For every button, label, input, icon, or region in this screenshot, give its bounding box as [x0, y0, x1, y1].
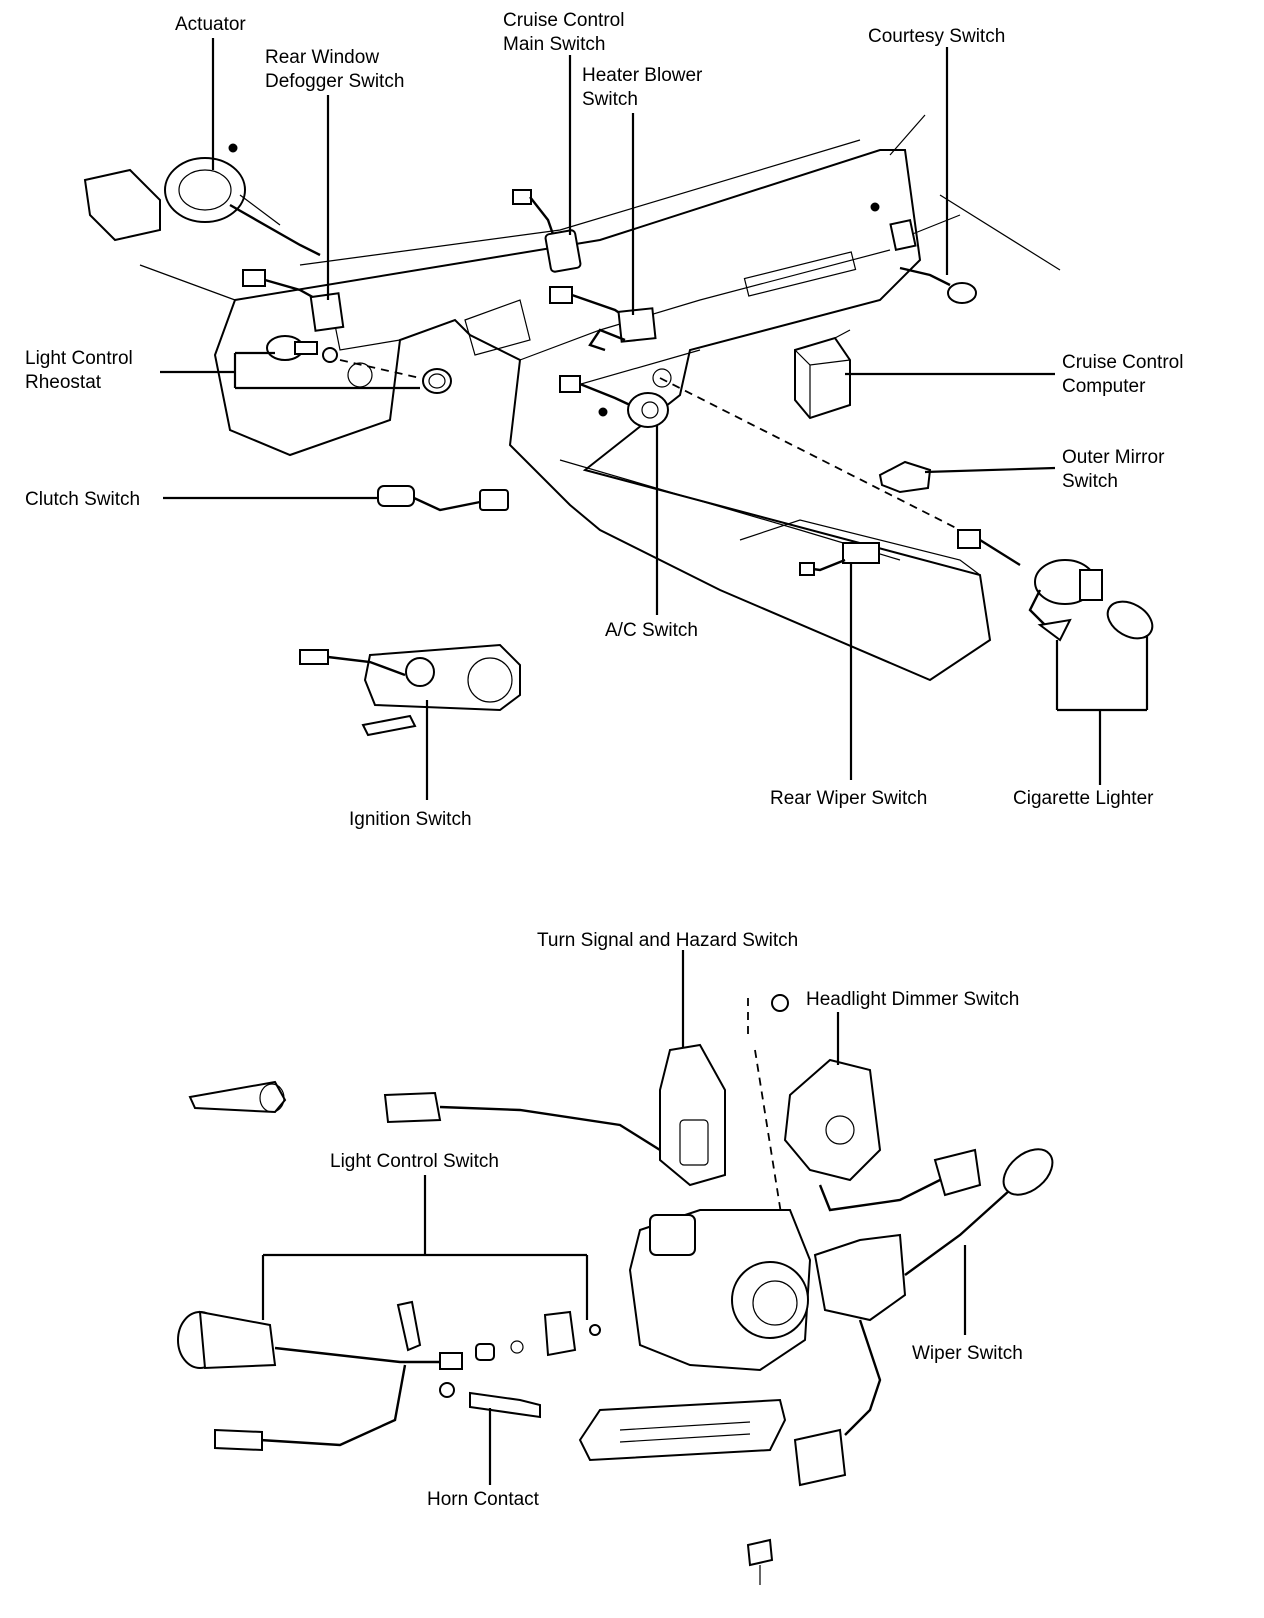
ac-switch-part [559, 375, 669, 428]
rear-wiper-switch-label: Rear Wiper Switch [770, 788, 927, 809]
ac-switch-label: A/C Switch [605, 620, 698, 641]
ignition-switch-part [299, 643, 521, 737]
cruise-control-main-switch-label-line2: Main Switch [503, 34, 605, 55]
light-control-rheostat-label-line2: Rheostat [25, 372, 102, 393]
courtesy-switch-part [870, 202, 977, 304]
rear-window-defogger-switch-label-line1: Rear Window [265, 47, 379, 68]
rear-window-defogger-switch-label-line2: Defogger Switch [265, 71, 404, 92]
clutch-switch-part [377, 485, 509, 512]
heater-blower-switch-label: Heater Blower Switch [582, 65, 708, 110]
light-control-rheostat-label-line1: Light Control [25, 348, 133, 369]
instrument-panel-drawing [139, 114, 1061, 682]
cruise-control-computer-label-line2: Computer [1062, 376, 1146, 397]
courtesy-switch-label: Courtesy Switch [868, 26, 1005, 47]
heater-blower-switch-part [549, 286, 657, 352]
horn-contact-label: Horn Contact [427, 1489, 540, 1510]
wiper-switch-label: Wiper Switch [912, 1343, 1023, 1364]
ignition-switch-label: Ignition Switch [349, 809, 472, 830]
outer-mirror-switch-part [878, 460, 932, 494]
cigarette-lighter-label: Cigarette Lighter [1013, 788, 1154, 809]
actuator-label: Actuator [175, 14, 246, 35]
cigarette-lighter-part [659, 377, 1154, 642]
light-control-rheostat-label: Light Control Rheostat [25, 348, 138, 393]
light-control-rheostat-part [266, 335, 452, 394]
labels: Actuator Rear Window Defogger Switch Cru… [25, 10, 1189, 1510]
heater-blower-switch-label-line2: Switch [582, 89, 638, 110]
cruise-control-main-switch-label-line1: Cruise Control [503, 10, 624, 31]
cruise-control-computer-label: Cruise Control Computer [1062, 352, 1189, 397]
bottom-leader-lines [261, 950, 967, 1485]
light-control-switch-label: Light Control Switch [330, 1151, 499, 1172]
cruise-control-main-switch-part [512, 189, 582, 273]
top-leader-lines [160, 38, 1149, 800]
clutch-switch-label: Clutch Switch [25, 489, 140, 510]
column-switch-drawing [177, 994, 1054, 1585]
cruise-control-computer-label-line1: Cruise Control [1062, 352, 1183, 373]
rear-window-defogger-switch-part [242, 269, 345, 332]
heater-blower-switch-label-line1: Heater Blower [582, 65, 703, 86]
cruise-control-main-switch-label: Cruise Control Main Switch [503, 10, 630, 55]
actuator-part [83, 143, 321, 257]
turn-signal-and-hazard-switch-label: Turn Signal and Hazard Switch [537, 930, 798, 951]
outer-mirror-switch-label: Outer Mirror Switch [1062, 447, 1170, 492]
rear-wiper-switch-part [799, 542, 880, 576]
outer-mirror-switch-label-line2: Switch [1062, 471, 1118, 492]
cruise-control-computer-part [794, 329, 851, 420]
rear-window-defogger-switch-label: Rear Window Defogger Switch [265, 47, 404, 92]
outer-mirror-switch-label-line1: Outer Mirror [1062, 447, 1165, 468]
headlight-dimmer-switch-label: Headlight Dimmer Switch [806, 989, 1019, 1010]
